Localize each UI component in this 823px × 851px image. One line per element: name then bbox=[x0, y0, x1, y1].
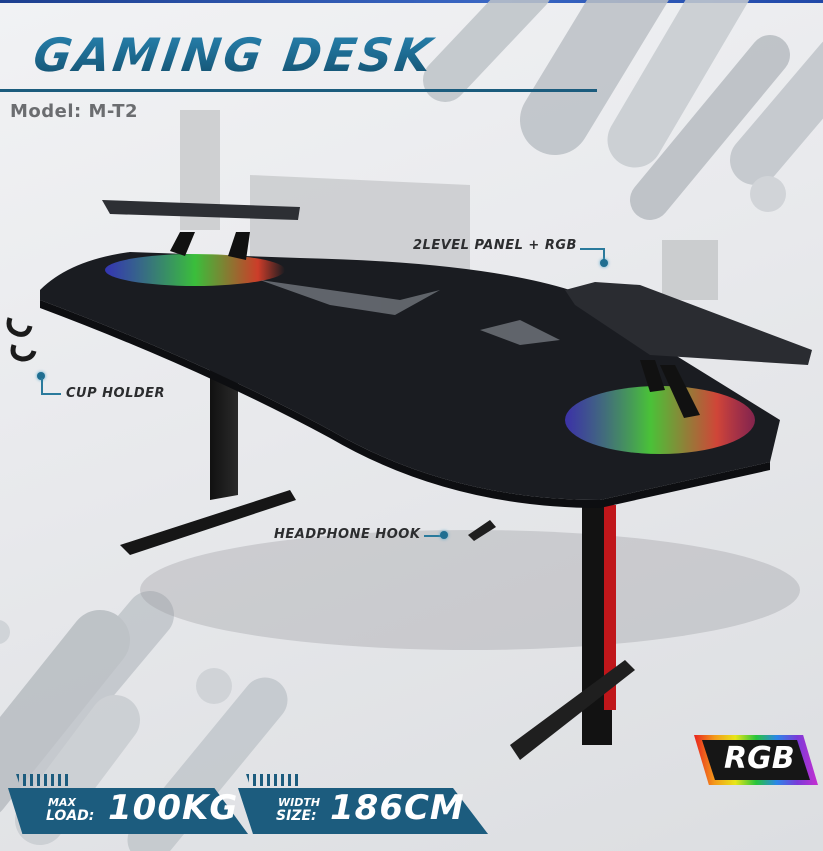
spec-value: 186CM bbox=[330, 788, 465, 828]
rgb-badge-inner bbox=[702, 740, 810, 780]
callout-cup-holder: CUP HOLDER bbox=[66, 386, 166, 401]
spec-label-line2: LOAD: bbox=[46, 808, 95, 824]
callout-dot bbox=[600, 259, 608, 267]
callout-line bbox=[580, 248, 604, 250]
callout-2level-panel: 2LEVEL PANEL + RGB bbox=[413, 238, 577, 253]
spec-badge-width-size: WIDTH SIZE: 186CM bbox=[238, 774, 488, 834]
callout-line bbox=[41, 393, 61, 395]
title-underline bbox=[0, 89, 597, 92]
badge-ticks bbox=[246, 774, 298, 786]
badge-ticks bbox=[16, 774, 68, 786]
top-accent-stripe bbox=[0, 0, 823, 3]
model-label: Model: M-T2 bbox=[10, 101, 139, 122]
callout-line bbox=[424, 535, 442, 537]
spec-label-line1: WIDTH bbox=[278, 796, 321, 809]
spec-label-line1: MAX bbox=[48, 796, 76, 809]
spec-badge-max-load: MAX LOAD: 100KG bbox=[8, 774, 248, 834]
spec-value: 100KG bbox=[108, 788, 239, 828]
badge-band bbox=[8, 788, 248, 834]
callout-dot bbox=[440, 531, 448, 539]
callout-line bbox=[41, 378, 43, 394]
callout-dot bbox=[37, 372, 45, 380]
callout-line bbox=[603, 248, 605, 260]
spec-label-line2: SIZE: bbox=[276, 808, 317, 824]
badge-band bbox=[238, 788, 488, 834]
rgb-badge-label: RGB bbox=[724, 741, 795, 776]
callout-headphone-hook: HEADPHONE HOOK bbox=[274, 527, 421, 542]
